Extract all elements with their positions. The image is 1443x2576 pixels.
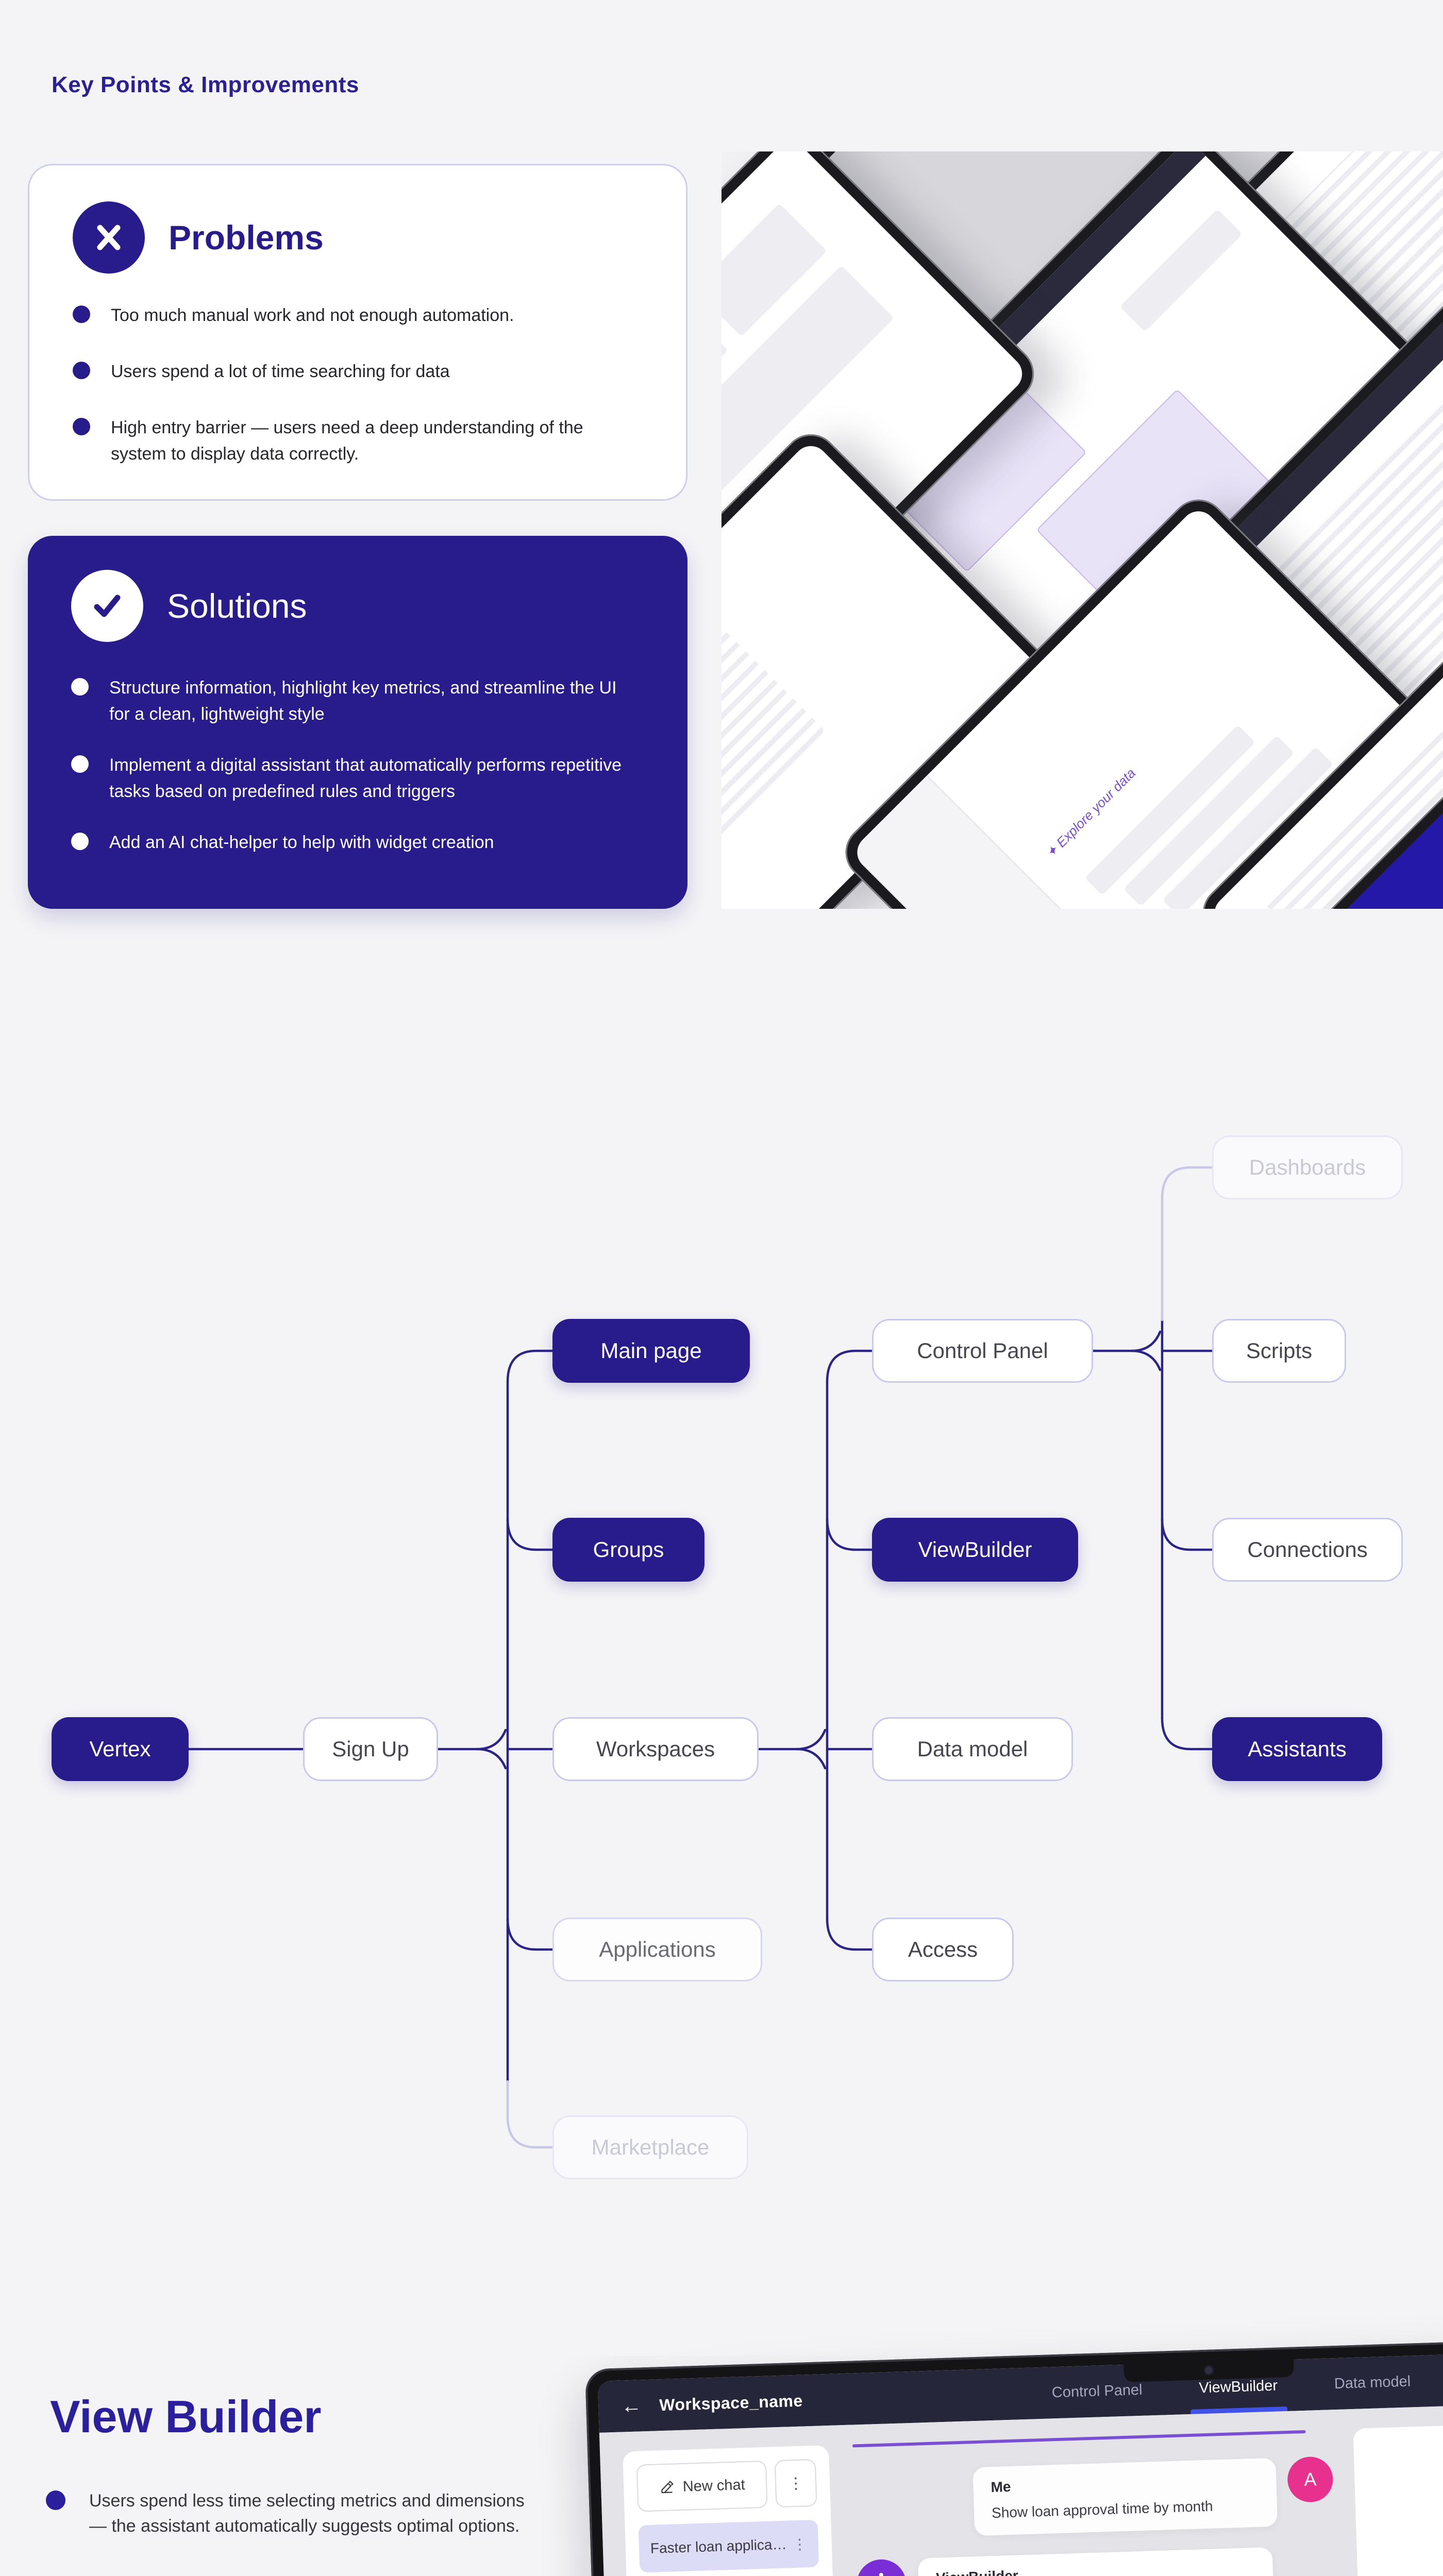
sitemap-node-control-panel: Control Panel bbox=[872, 1319, 1093, 1383]
bullet-dot-icon bbox=[73, 306, 90, 323]
bullet-dot-icon bbox=[73, 418, 90, 435]
widget-settings-panel: Select a widget to view its settings bbox=[1353, 2414, 1443, 2576]
sitemap-node-viewbuilder: ViewBuilder bbox=[872, 1518, 1078, 1582]
laptop-screen-bezel: ← Workspace_name Control Panel ViewBuild… bbox=[584, 2330, 1443, 2576]
problems-title: Problems bbox=[169, 218, 324, 257]
compose-icon bbox=[661, 2481, 673, 2494]
bullet-dot-icon bbox=[71, 833, 89, 850]
problems-item: Users spend a lot of time searching for … bbox=[73, 359, 643, 385]
laptop-screen: ← Workspace_name Control Panel ViewBuild… bbox=[597, 2343, 1443, 2576]
sitemap-node-applications: Applications bbox=[552, 1918, 762, 1981]
tab-data-model[interactable]: Data model bbox=[1334, 2372, 1411, 2392]
sitemap-node-vertex: Vertex bbox=[52, 1717, 189, 1781]
sitemap-node-marketplace: Marketplace bbox=[552, 2115, 748, 2179]
data-table-widget: Page F150k35%7 Page G140k25%6 Page H130k… bbox=[852, 2430, 1306, 2448]
sitemap-node-workspaces: Workspaces bbox=[552, 1717, 759, 1781]
app-body: New chat ⋮ Faster loan application appro… bbox=[599, 2394, 1443, 2576]
bullet-dot-icon bbox=[46, 2490, 65, 2510]
camera-icon bbox=[1205, 2366, 1213, 2374]
sidebar-kebab-button[interactable]: ⋮ bbox=[774, 2459, 817, 2508]
view-builder-title: View Builder bbox=[50, 2391, 322, 2442]
kebab-menu-icon[interactable]: ⋮ bbox=[792, 2535, 808, 2552]
page-title: Key Points & Improvements bbox=[52, 72, 359, 97]
kebab-menu-icon: ⋮ bbox=[787, 2475, 804, 2492]
workspace-name: Workspace_name bbox=[659, 2391, 803, 2414]
sitemap-node-connections: Connections bbox=[1212, 1518, 1403, 1582]
sitemap-node-sign-up: Sign Up bbox=[303, 1717, 438, 1781]
solutions-item: Implement a digital assistant that autom… bbox=[71, 752, 644, 805]
solutions-item: Structure information, highlight key met… bbox=[71, 675, 644, 727]
laptop-mockup: ← Workspace_name Control Panel ViewBuild… bbox=[564, 2325, 1443, 2576]
sitemap-node-access: Access bbox=[872, 1918, 1014, 1981]
sitemap-connectors bbox=[187, 1166, 1214, 2149]
chat-sidebar: New chat ⋮ Faster loan application appro… bbox=[623, 2445, 849, 2576]
arrow-left-icon[interactable]: ← bbox=[620, 2394, 642, 2418]
solutions-card: Solutions Structure information, highlig… bbox=[28, 536, 687, 909]
sitemap-node-scripts: Scripts bbox=[1212, 1319, 1346, 1383]
problems-item: Too much manual work and not enough auto… bbox=[73, 302, 643, 329]
bullet-dot-icon bbox=[73, 362, 90, 379]
user-message-row: Me Show loan approval time by month A bbox=[972, 2456, 1334, 2536]
sitemap-node-groups: Groups bbox=[552, 1518, 704, 1582]
bullet-dot-icon bbox=[71, 678, 89, 696]
solutions-item: Add an AI chat-helper to help with widge… bbox=[71, 829, 644, 856]
user-avatar: A bbox=[1287, 2456, 1334, 2503]
bullet-dot-icon bbox=[71, 755, 89, 773]
sitemap-node-main-page: Main page bbox=[552, 1319, 750, 1383]
view-builder-bullets: Users spend less time selecting metrics … bbox=[46, 2488, 561, 2576]
problems-item: High entry barrier — users need a deep u… bbox=[73, 415, 643, 467]
tablet-mockup-collage: ✦ Explore your data bbox=[722, 151, 1443, 909]
sitemap-node-dashboards: Dashboards bbox=[1212, 1136, 1403, 1199]
check-circle-icon bbox=[71, 570, 143, 642]
problems-card: Problems Too much manual work and not en… bbox=[28, 164, 687, 501]
sitemap-node-assistants: Assistants bbox=[1212, 1717, 1382, 1781]
chat-column: Page F150k35%7 Page G140k25%6 Page H130k… bbox=[852, 2429, 1353, 2576]
new-chat-button[interactable]: New chat bbox=[636, 2460, 768, 2512]
new-chat-label: New chat bbox=[682, 2476, 746, 2495]
user-message-bubble: Me Show loan approval time by month bbox=[972, 2458, 1278, 2536]
robot-icon bbox=[855, 2558, 907, 2576]
chat-list-item[interactable]: Faster loan application approv ⋮ bbox=[638, 2519, 819, 2573]
table-row: Page F150k35%7 bbox=[854, 2432, 1305, 2447]
x-circle-icon bbox=[73, 201, 145, 274]
sitemap-node-data-model: Data model bbox=[872, 1717, 1073, 1781]
solutions-title: Solutions bbox=[167, 587, 307, 625]
